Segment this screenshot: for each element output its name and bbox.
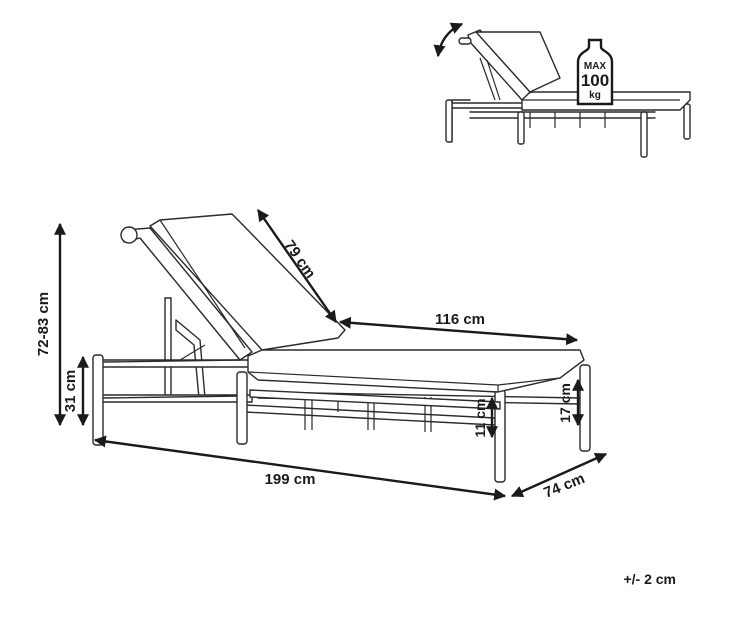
curved-double-arrow-icon xyxy=(433,22,464,58)
label-armrest-height: 31 cm xyxy=(62,370,79,413)
max-load-unit: kg xyxy=(589,90,601,101)
label-backrest-height: 72-83 cm xyxy=(35,292,52,356)
label-seat-length: 116 cm xyxy=(435,311,485,328)
inset-lounger-illustration xyxy=(445,29,691,158)
label-width: 74 cm xyxy=(541,470,587,502)
dimension-lines xyxy=(54,209,608,501)
label-seat-frame-height: 17 cm xyxy=(557,383,573,423)
max-load-label: MAX xyxy=(584,61,607,72)
max-load-value: 100 xyxy=(581,71,609,90)
label-total-length: 199 cm xyxy=(265,471,316,488)
weight-icon: MAX 100 kg xyxy=(576,38,614,106)
label-ground-clearance: 11 cm xyxy=(472,399,488,438)
tolerance-note: +/- 2 cm xyxy=(623,571,676,587)
main-lounger-illustration xyxy=(92,213,591,483)
